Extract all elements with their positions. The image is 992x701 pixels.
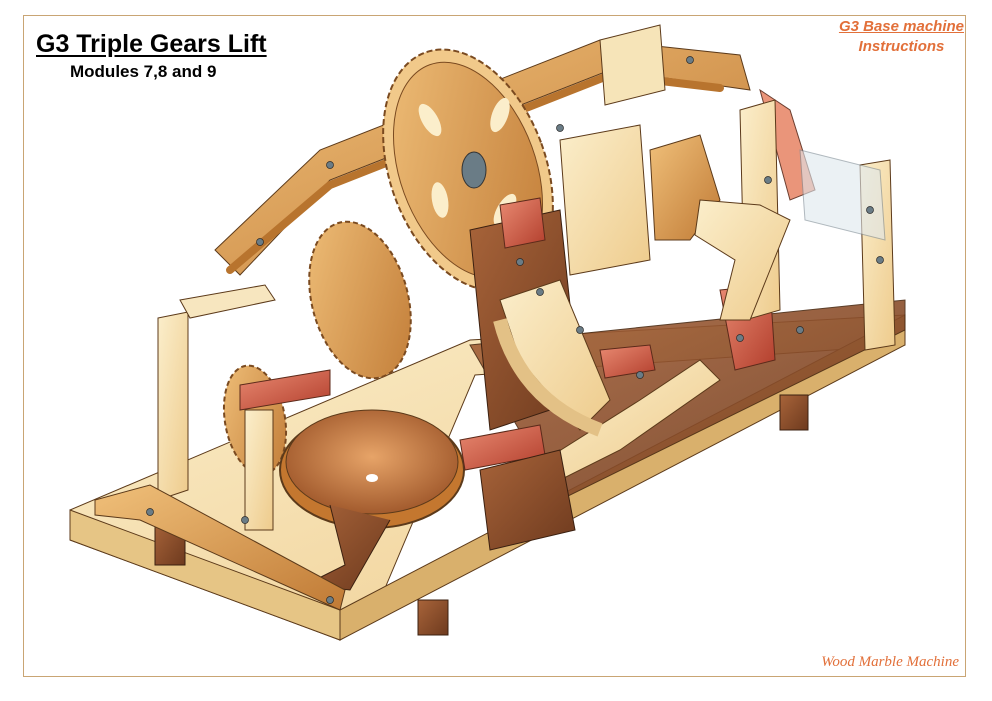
- right-frame: [649, 99, 896, 351]
- corner-label: G3 Base machine Instructions: [839, 17, 964, 57]
- page-frame: [23, 15, 966, 677]
- page-subtitle: Modules 7,8 and 9: [70, 62, 217, 81]
- left-posts: [157, 284, 276, 531]
- bolts: [146, 56, 884, 604]
- page-title: G3 Triple Gears Lift: [36, 30, 267, 58]
- turntable-disc: [279, 409, 465, 591]
- front-chutes: [479, 318, 721, 551]
- corner-label-line1: G3 Base machine: [838, 18, 964, 35]
- brand-footer: Wood Marble Machine: [821, 654, 959, 670]
- central-tower: [469, 24, 666, 431]
- front-rail: [94, 484, 346, 611]
- feet: [154, 394, 809, 636]
- corner-label-line2: Instructions: [858, 38, 945, 55]
